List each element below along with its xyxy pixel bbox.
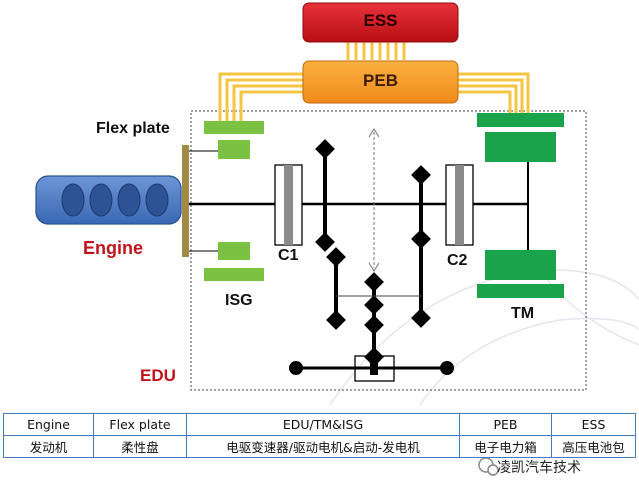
legend-header-cell: EDU/TM&ISG [186, 413, 460, 436]
legend-header-cell: Engine [3, 413, 94, 436]
legend-header-row: Engine Flex plate EDU/TM&ISG PEB ESS [3, 413, 636, 436]
isg-rotor-top [218, 140, 250, 159]
clutch-c2-plate [455, 165, 464, 245]
cylinder-4 [145, 183, 169, 217]
isg-rotor-bottom [218, 242, 250, 260]
legend-header-cell: PEB [459, 413, 552, 436]
hv-wiring-left [218, 72, 303, 121]
legend-value-cell: 柔性盘 [93, 435, 187, 458]
engine-label: Engine [83, 238, 144, 258]
watermark-text: 凌凯汽车技术 [497, 460, 581, 476]
tm-rotor-bottom [485, 250, 556, 280]
isg-label: ISG [225, 292, 253, 309]
differential-core [370, 362, 378, 375]
engine-cylinders [61, 183, 169, 217]
edu-label: EDU [140, 366, 176, 385]
tm-rotor-top [485, 132, 556, 162]
c1-label: C1 [278, 247, 299, 264]
differential-box [354, 355, 395, 382]
cylinder-1 [61, 183, 85, 217]
legend-table: Engine Flex plate EDU/TM&ISG PEB ESS 发动机… [3, 413, 636, 458]
legend-value-cell: 电子电力箱 [459, 435, 552, 458]
ess-box [302, 2, 459, 43]
legend-value-cell: 发动机 [3, 435, 94, 458]
gear-shafts [315, 139, 431, 368]
legend-value-row: 发动机 柔性盘 电驱变速器/驱动电机&启动-发电机 电子电力箱 高压电池包 [3, 435, 636, 458]
cylinder-3 [117, 183, 141, 217]
cylinder-2 [89, 183, 113, 217]
peb-box [302, 60, 459, 104]
wechat-icon [478, 457, 499, 476]
legend-header-cell: Flex plate [93, 413, 187, 436]
tm-stator-top [477, 113, 564, 127]
peb-label: PEB [363, 71, 398, 90]
clutch-c1-plate [284, 165, 293, 245]
tm-stator-bottom [477, 284, 564, 298]
isg-stator-top [204, 121, 264, 134]
legend-value-cell: 高压电池包 [551, 435, 636, 458]
flex-plate-label: Flex plate [96, 120, 170, 137]
isg-stator-bottom [204, 268, 264, 281]
hv-wiring-right [458, 72, 530, 113]
legend-header-cell: ESS [551, 413, 636, 436]
wheel-left [289, 361, 303, 375]
ess-label: ESS [363, 11, 398, 30]
c2-label: C2 [447, 252, 468, 269]
flex-plate [182, 145, 189, 257]
ess-peb-link [346, 42, 406, 60]
wheel-right [440, 361, 454, 375]
legend-value-cell: 电驱变速器/驱动电机&启动-发电机 [186, 435, 460, 458]
tm-label: TM [511, 305, 535, 322]
gear-shift-axis [368, 128, 380, 272]
